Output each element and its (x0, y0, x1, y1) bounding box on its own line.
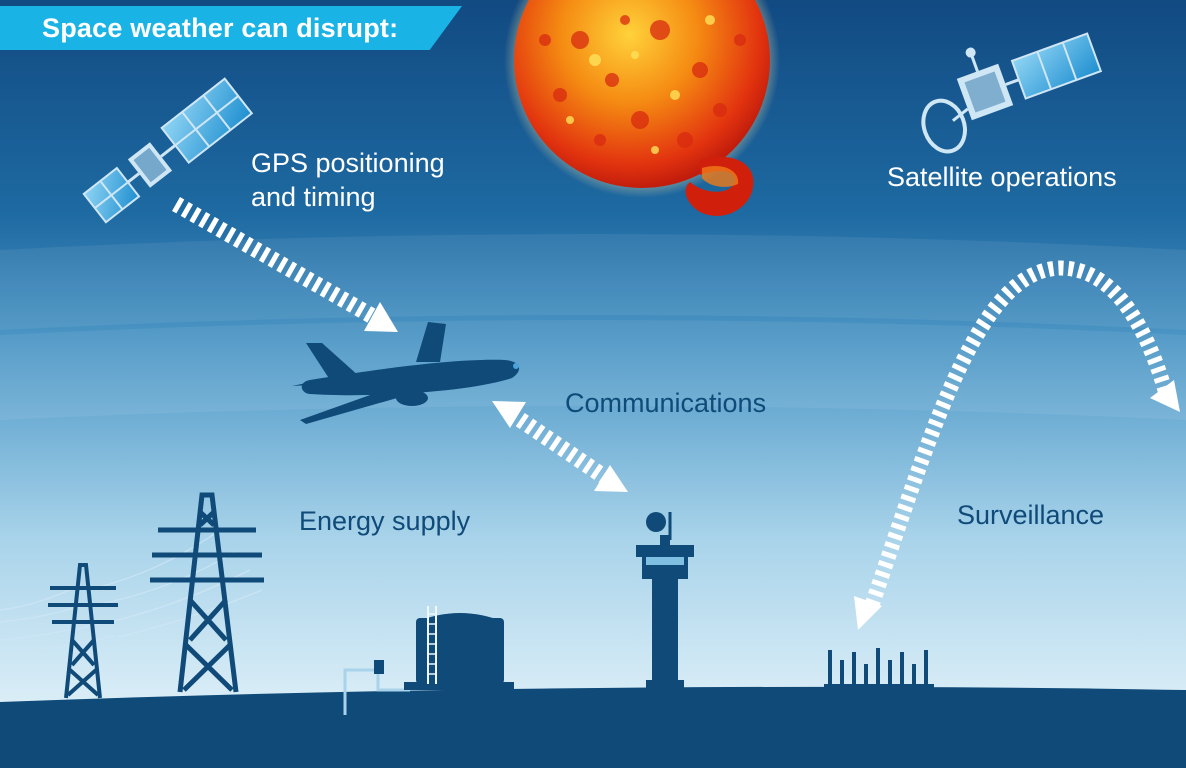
communications-arrow (492, 401, 628, 492)
small-pylon-illustration (48, 563, 118, 699)
control-tower-illustration (636, 512, 694, 688)
header-banner (0, 6, 462, 50)
aircraft-illustration (292, 322, 520, 424)
gps-label-line-1: GPS positioning (251, 148, 445, 178)
radar-array-illustration (824, 648, 934, 690)
surveillance-label: Surveillance (957, 500, 1105, 530)
gps-label: GPS positioning and timing (251, 146, 445, 214)
gps-label-line-2: and timing (251, 182, 376, 212)
fuel-tank-illustration (404, 606, 514, 690)
communications-label: Communications (565, 388, 767, 418)
ground (0, 686, 1186, 768)
gps-signal-arrow (172, 197, 398, 332)
sun-illustration (504, 0, 780, 216)
satellite-operations-label: Satellite operations (887, 162, 1117, 192)
energy-supply-label: Energy supply (299, 506, 471, 536)
surveillance-arc-arrow (854, 260, 1180, 630)
large-pylon-illustration (150, 492, 264, 693)
operations-satellite-illustration (921, 32, 1103, 154)
header-title: Space weather can disrupt: (42, 13, 399, 43)
gps-satellite-illustration (82, 77, 254, 224)
